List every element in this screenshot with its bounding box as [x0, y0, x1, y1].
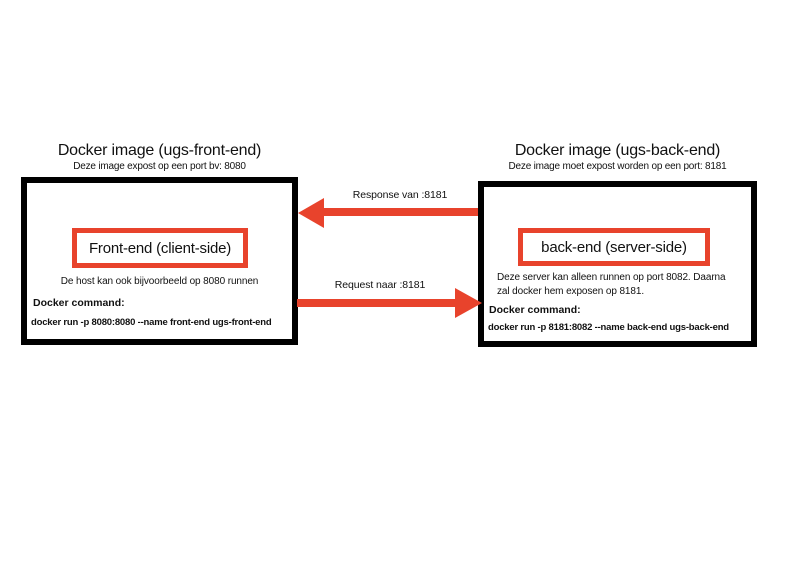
- back-end-title: Docker image (ugs-back-end): [514, 142, 721, 159]
- front-end-note: De host kan ook bijvoorbeeld op 8080 run…: [60, 276, 259, 287]
- back-end-command-heading: Docker command:: [489, 304, 581, 316]
- front-end-command: docker run -p 8080:8080 --name front-end…: [31, 317, 272, 328]
- request-arrow-head-right-icon: [455, 288, 482, 318]
- back-end-note-line-1: Deze server kan alleen runnen op port 80…: [497, 272, 726, 283]
- back-end-label: back-end (server-side): [541, 238, 687, 256]
- front-end-label: Front-end (client-side): [88, 239, 232, 257]
- front-end-command-heading: Docker command:: [33, 297, 125, 309]
- response-arrow-label: Response van :8181: [352, 189, 448, 201]
- back-end-subtitle: Deze image moet expost worden op een por…: [508, 161, 727, 172]
- back-end-note: Deze server kan alleen runnen op port 80…: [497, 271, 749, 299]
- front-end-subtitle: Deze image expost op een port bv: 8080: [73, 161, 246, 172]
- response-arrow-head-left-icon: [298, 198, 324, 228]
- back-end-label-box: back-end (server-side): [518, 228, 710, 266]
- back-end-note-line-2: zal docker hem exposen op 8181.: [497, 286, 644, 297]
- response-arrow-shaft: [322, 208, 478, 216]
- front-end-container-box: [21, 177, 298, 345]
- front-end-label-box: Front-end (client-side): [72, 228, 248, 268]
- back-end-command: docker run -p 8181:8082 --name back-end …: [488, 322, 729, 333]
- front-end-title: Docker image (ugs-front-end): [57, 142, 262, 159]
- request-arrow-label: Request naar :8181: [334, 279, 426, 291]
- request-arrow-shaft: [297, 299, 456, 307]
